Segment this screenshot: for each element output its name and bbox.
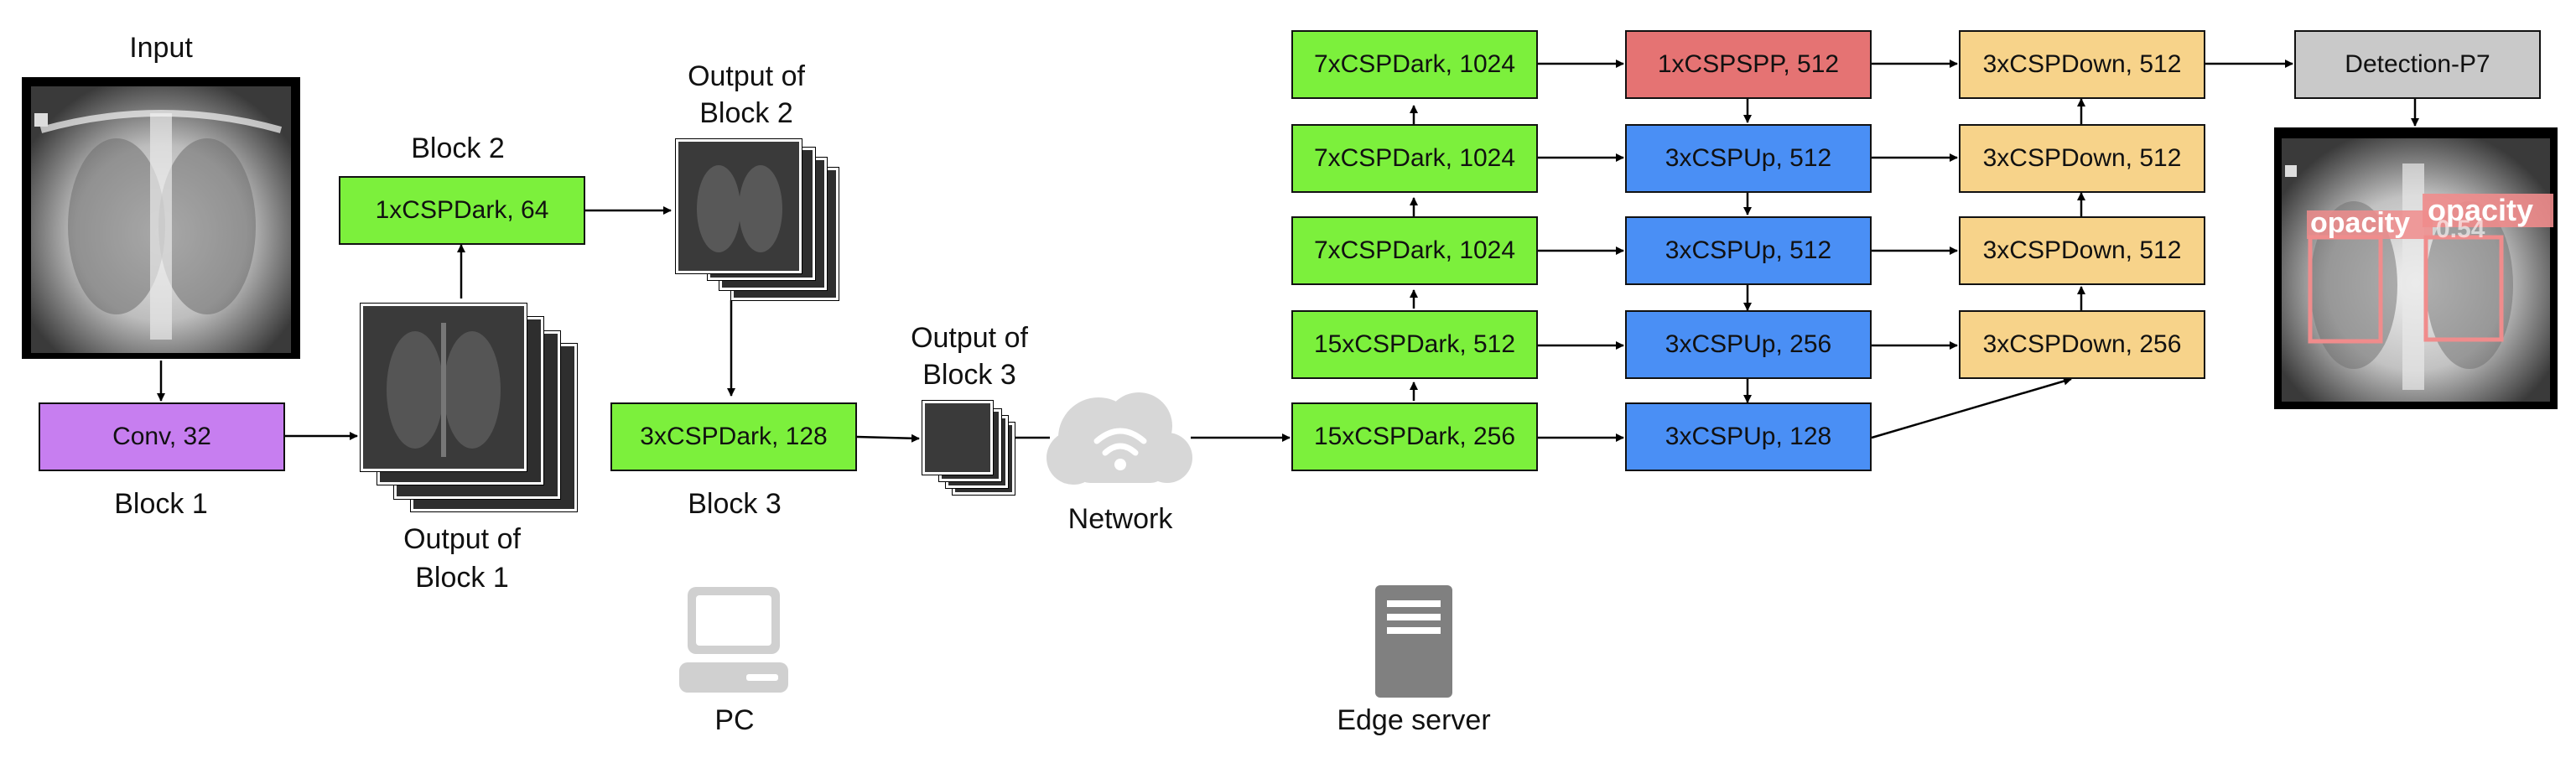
csp-up-block-3: 3xCSPUp, 256 bbox=[1625, 310, 1872, 379]
csp-up-block-1: 3xCSPUp, 512 bbox=[1625, 124, 1872, 193]
csp-up-block-2: 3xCSPUp, 512 bbox=[1625, 216, 1872, 285]
network-label: Network bbox=[1067, 503, 1173, 535]
edge-block3-to-output3 bbox=[856, 433, 920, 443]
output2-label-line2: Block 2 bbox=[699, 97, 793, 129]
input-xray-image bbox=[22, 77, 300, 359]
output3-label-line1: Output of bbox=[911, 322, 1028, 354]
block1-label: Block 1 bbox=[114, 488, 208, 520]
block3-label: Block 3 bbox=[688, 488, 782, 520]
backbone-block-1: 7xCSPDark, 1024 bbox=[1291, 30, 1538, 99]
spp-block: 1xCSPSPP, 512 bbox=[1625, 30, 1872, 99]
output1-label-line1: Output of bbox=[403, 523, 521, 555]
csp-down-block-3: 3xCSPDown, 512 bbox=[1959, 216, 2205, 285]
detection-label-2: opacity bbox=[2428, 193, 2533, 227]
detection-block: Detection-P7 bbox=[2294, 30, 2541, 99]
backbone-block-5: 15xCSPDark, 256 bbox=[1291, 402, 1538, 471]
output3-label-line2: Block 3 bbox=[922, 359, 1016, 391]
input-label: Input bbox=[129, 32, 193, 64]
conv-block: Conv, 32 bbox=[39, 402, 285, 471]
backbone-block-4: 15xCSPDark, 512 bbox=[1291, 310, 1538, 379]
csp-down-block-1: 3xCSPDown, 512 bbox=[1959, 30, 2205, 99]
pc-label: PC bbox=[714, 704, 755, 736]
output2-label-line1: Output of bbox=[688, 60, 805, 92]
edge-server-label: Edge server bbox=[1337, 704, 1491, 736]
block2-label: Block 2 bbox=[411, 132, 505, 164]
pc-icon bbox=[679, 587, 788, 693]
backbone-block-2: 7xCSPDark, 1024 bbox=[1291, 124, 1538, 193]
detection-label-1: opacity bbox=[2310, 207, 2410, 239]
cloud-network-icon bbox=[1046, 392, 1192, 485]
block3-box: 3xCSPDark, 128 bbox=[610, 402, 857, 471]
output1-label-line2: Block 1 bbox=[415, 562, 509, 594]
csp-up-block-4: 3xCSPUp, 128 bbox=[1625, 402, 1872, 471]
edge-up5-to-down4 bbox=[1871, 376, 2072, 439]
backbone-block-3: 7xCSPDark, 1024 bbox=[1291, 216, 1538, 285]
detection-score-2: 0.54 bbox=[2436, 215, 2485, 243]
csp-down-block-4: 3xCSPDown, 256 bbox=[1959, 310, 2205, 379]
detection-bbox-2 bbox=[2423, 235, 2504, 342]
block2-box: 1xCSPDark, 64 bbox=[339, 176, 585, 245]
csp-down-block-2: 3xCSPDown, 512 bbox=[1959, 124, 2205, 193]
server-icon bbox=[1375, 585, 1452, 698]
output-xray-image: opacity 0.54 opacity bbox=[2274, 127, 2558, 409]
